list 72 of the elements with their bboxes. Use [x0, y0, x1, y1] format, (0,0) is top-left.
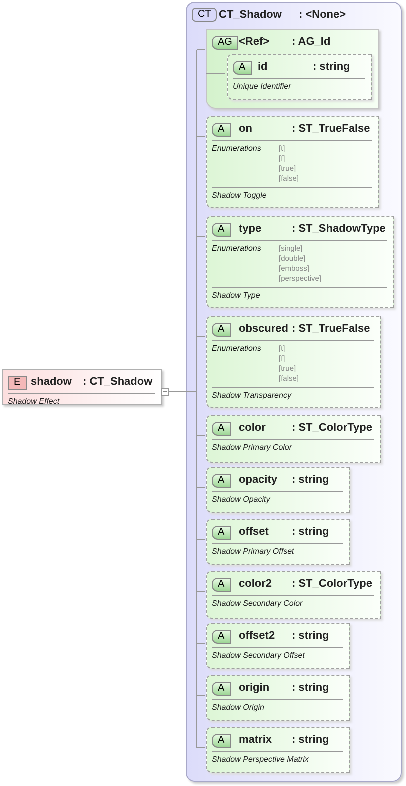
kind-badge: CT	[192, 8, 218, 22]
item-name: color2	[239, 578, 272, 591]
description-text: Shadow Origin	[212, 703, 264, 713]
item-name: on	[239, 123, 252, 136]
attribute-box	[206, 675, 350, 721]
type-name: : <None>	[299, 9, 346, 22]
attribute-box	[206, 116, 379, 208]
attribute-group-box	[206, 29, 379, 109]
type-name: : string	[313, 61, 350, 74]
description-text: Shadow Perspective Matrix	[212, 755, 309, 765]
type-name: : ST_ShadowType	[292, 223, 386, 236]
kind-badge: AG	[212, 36, 238, 50]
item-name: matrix	[239, 734, 272, 747]
attribute-box	[206, 467, 350, 513]
item-name: type	[239, 223, 262, 236]
type-name: : string	[292, 682, 330, 695]
attribute-box	[206, 727, 350, 773]
description-text: Unique Identifier	[233, 82, 292, 92]
enumerations-label: Enumerations	[212, 344, 262, 354]
attribute-box	[206, 216, 394, 308]
description-text: Shadow Transparency	[212, 391, 292, 401]
complex-type-panel	[186, 2, 402, 782]
type-name: : string	[292, 630, 330, 643]
kind-badge: A	[233, 61, 252, 75]
type-name: : CT_Shadow	[83, 376, 153, 389]
type-name: : string	[292, 734, 330, 747]
kind-badge: A	[212, 323, 231, 337]
description-text: Shadow Toggle	[212, 191, 267, 201]
element-box	[2, 369, 162, 405]
kind-badge: A	[212, 223, 231, 237]
enumerations-label: Enumerations	[212, 144, 262, 154]
type-name: : string	[292, 474, 330, 487]
description-text: Shadow Type	[212, 291, 260, 301]
attribute-box	[206, 623, 350, 669]
description-text: Shadow Secondary Offset	[212, 651, 305, 661]
kind-badge: E	[8, 376, 27, 390]
kind-badge: A	[212, 123, 231, 137]
type-name: : string	[292, 526, 330, 539]
kind-badge: A	[212, 734, 231, 748]
type-name: : ST_ColorType	[292, 422, 372, 435]
type-name: : ST_TrueFalse	[292, 323, 370, 336]
item-name: shadow	[31, 376, 72, 389]
item-name: offset	[239, 526, 269, 539]
attribute-box	[206, 316, 381, 408]
item-name: color	[239, 422, 266, 435]
item-name: id	[258, 61, 268, 74]
item-name: CT_Shadow	[219, 9, 282, 22]
description-text: Shadow Primary Offset	[212, 547, 294, 557]
item-name: obscured	[239, 323, 289, 336]
description-text: Shadow Opacity	[212, 495, 270, 505]
item-name: origin	[239, 682, 270, 695]
kind-badge: A	[212, 422, 231, 436]
kind-badge: A	[212, 474, 231, 488]
description-text: Shadow Effect	[8, 397, 60, 407]
attribute-box	[206, 519, 350, 565]
attribute-box	[227, 54, 372, 100]
kind-badge: A	[212, 526, 231, 540]
item-name: <Ref>	[239, 36, 270, 49]
description-text: Shadow Primary Color	[212, 443, 292, 453]
type-name: : ST_ColorType	[292, 578, 372, 591]
enumerations-label: Enumerations	[212, 244, 262, 254]
type-name: : ST_TrueFalse	[292, 123, 370, 136]
connector-line	[162, 50, 206, 748]
attribute-box	[206, 571, 381, 619]
type-name: : AG_Id	[292, 36, 331, 49]
description-text: Shadow Secondary Color	[212, 599, 303, 609]
kind-badge: A	[212, 682, 231, 696]
kind-badge: A	[212, 630, 231, 644]
attribute-box	[206, 415, 381, 463]
kind-badge: A	[212, 578, 231, 592]
item-name: opacity	[239, 474, 278, 487]
item-name: offset2	[239, 630, 276, 643]
